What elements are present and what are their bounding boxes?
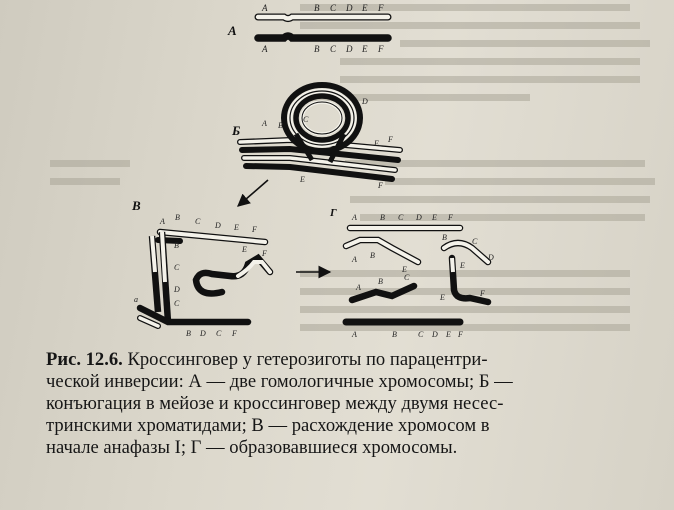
panel-b: Б A B C D E F E F [231,82,403,190]
gene-label-bot-a: A [261,44,268,54]
caption-line-2: ческой инверсии: А — две гомологичные хр… [46,371,513,392]
panel-label-g: Г [329,207,337,219]
g-gene-b-bot: B [392,330,397,339]
g-gene-c-bot: C [418,330,424,339]
v-gene-e-frag: E [241,245,247,254]
g-gene-a-del: A [351,255,357,264]
g-gene-a-blk: A [355,283,361,292]
gene-label-bot-f: F [377,44,384,54]
g-gene-e-bot: E [445,330,451,339]
g-gene-e: E [431,213,437,222]
g-gene-c-blk: C [404,273,410,282]
bleed-through-text [50,4,655,331]
b-gene-c: C [303,115,309,124]
panel-label-a: А [227,23,237,38]
caption-line-1: Рис. 12.6. Кроссинговер у гетерозиготы п… [46,349,664,371]
g-gene-e-frag: E [459,261,465,270]
b-gene-a: A [261,119,267,128]
v-gene-f-frag: F [261,249,267,258]
gene-label-bot-b: B [314,44,320,54]
g-gene-f: F [447,213,453,222]
v-gene-b: B [175,213,180,222]
gene-label-top-b: B [314,3,320,13]
chromosome-black [254,32,392,42]
v-gene-e: E [233,223,239,232]
gene-label-top-d: D [345,3,353,13]
g-gene-e-frag2: E [439,293,445,302]
panel-label-b: Б [231,123,240,138]
b-gene-f-low: F [377,181,383,190]
gene-label-top-a: A [261,3,268,13]
v-gene-b-mid: B [174,241,179,250]
g-gene-c: C [398,213,404,222]
arrow-b-to-v [237,179,269,207]
panel-v: В A B C D E F B C [131,198,274,338]
g-gene-d-frag: D [487,253,494,262]
panel-a: А A B C D E F A B C D E F [227,3,392,54]
g-gene-b-del: B [370,251,375,260]
v-gene-c-mid: C [174,263,180,272]
b-gene-e: E [373,139,379,148]
v-gene-d-mid: D [173,285,180,294]
caption-line-4: тринскими хроматидами; В — расхождение х… [46,415,490,436]
v-gene-d-bot: D [199,329,206,338]
b-gene-d: D [361,97,368,106]
b-gene-b: B [278,121,283,130]
v-centromere-label: a [134,295,138,304]
gene-label-bot-d: D [345,44,353,54]
figure-caption: Рис. 12.6. Кроссинговер у гетерозиготы п… [46,349,664,459]
b-gene-e-low: E [299,175,305,184]
g-gene-b-frag: B [442,233,447,242]
g-gene-d: D [415,213,422,222]
panel-label-v: В [131,198,141,213]
gene-label-top-e: E [361,3,368,13]
figure-number: Рис. 12.6. [46,349,123,370]
v-gene-c: C [195,217,201,226]
g-gene-c-frag: C [472,237,478,246]
v-gene-a: A [159,217,165,226]
gene-label-top-c: C [330,3,337,13]
g-gene-f-frag: F [479,289,485,298]
g-gene-e-del: E [401,265,407,274]
g-gene-a-bot: A [351,330,357,339]
gene-label-bot-e: E [361,44,368,54]
gene-label-bot-c: C [330,44,337,54]
crossover-diagram: А A B C D E F A B C D E F [131,3,494,339]
caption-line-5: начале анафазы I; Г — образовавшиеся хро… [46,437,458,458]
caption-line-3: конъюгация в мейозе и кроссинговер между… [46,393,504,414]
b-gene-f: F [387,135,393,144]
v-gene-b-bot: B [186,329,191,338]
v-gene-f-bot: F [231,329,237,338]
inversion-loop [281,82,363,154]
g-gene-a: A [351,213,357,222]
g-gene-d-bot: D [431,330,438,339]
gene-label-top-f: F [377,3,384,13]
v-gene-c-bot: C [216,329,222,338]
g-gene-f-bot: F [457,330,463,339]
v-gene-f: F [251,225,257,234]
g-gene-b-blk: B [378,277,383,286]
panel-g: Г A B C D E F A B [329,207,494,339]
g-gene-b: B [380,213,385,222]
v-gene-c-low: C [174,299,180,308]
caption-line-1-text: Кроссинговер у гетерозиготы по парацентр… [122,349,488,370]
v-gene-d: D [214,221,221,230]
